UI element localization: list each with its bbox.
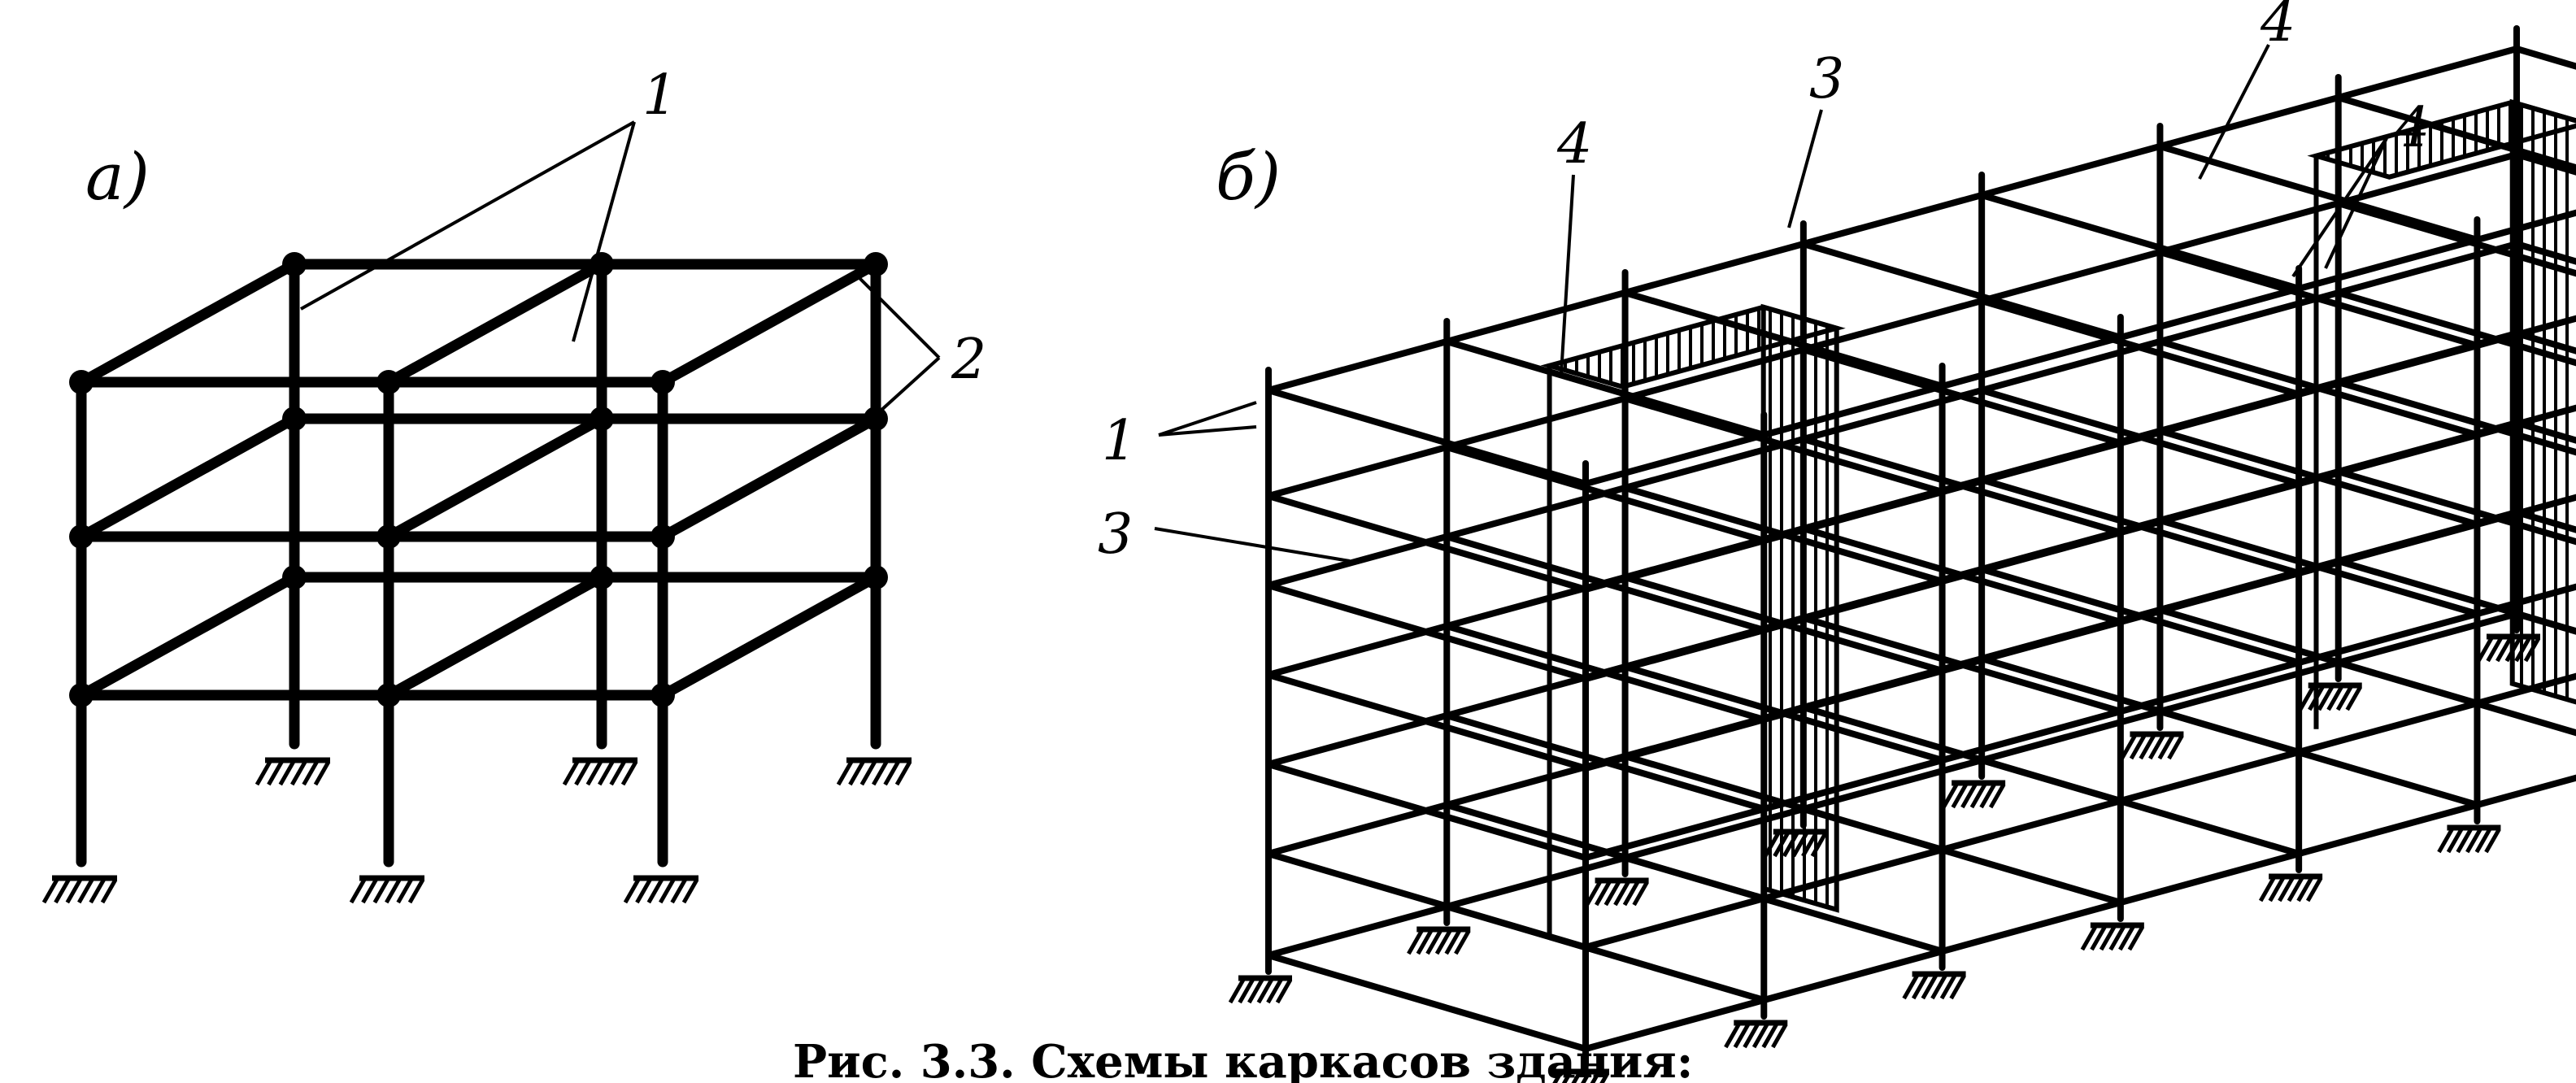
rigid-joint	[651, 370, 675, 394]
panel-a-callout-2-text: 2	[951, 328, 986, 392]
rigid-joint	[282, 252, 307, 276]
panel-b-support	[1763, 829, 1828, 858]
floor-beam	[1265, 493, 1589, 593]
stiffening-core	[1540, 303, 1846, 939]
figure-caption: Рис. 3.3. Схемы каркасов здания:	[793, 1035, 1693, 1083]
panel-b-callout-4-left	[1560, 174, 1575, 375]
panel-b-support	[2120, 731, 2184, 760]
panel-b-callout-3-left-text: 3	[1098, 502, 1133, 567]
rigid-joint	[651, 524, 675, 549]
panel-a-support	[41, 875, 118, 904]
cross-beam	[76, 413, 300, 542]
panel-a-support	[836, 757, 912, 786]
rigid-joint	[590, 407, 614, 431]
floor-beam	[1443, 444, 1768, 544]
floor-beam	[1265, 952, 1589, 1052]
rigid-joint	[376, 524, 401, 549]
panel-a-support	[255, 757, 331, 786]
floor-beam	[1443, 338, 1768, 438]
panel-a-support	[349, 875, 425, 904]
floor-beam	[2513, 46, 2576, 70]
floor-beam	[1265, 387, 1589, 487]
panel-b-callout-1	[1158, 401, 1257, 437]
longitudinal-beam	[1265, 151, 2520, 499]
rigid-joint	[864, 252, 888, 276]
panel-b-callout-4-right-a	[2198, 44, 2270, 180]
rigid-joint	[282, 407, 307, 431]
panel-a-frame	[41, 252, 912, 904]
panel-a-callout-1	[300, 120, 636, 342]
rigid-joint	[864, 407, 888, 431]
cross-beam	[76, 572, 300, 701]
panel-b-callout-3-top	[1787, 109, 1823, 228]
longitudinal-beam	[1265, 46, 2520, 394]
panel-b-support	[1724, 1020, 1788, 1049]
panel-b-callout-4-right-b	[2291, 137, 2388, 278]
cross-beam	[657, 413, 881, 542]
panel-b-frame	[1228, 25, 2576, 1083]
floor-beam	[1799, 241, 2124, 341]
longitudinal-beam	[1582, 672, 2576, 950]
longitudinal-beam	[1265, 241, 2520, 589]
rigid-joint	[282, 565, 307, 589]
longitudinal-beam	[1582, 774, 2576, 1052]
floor-beam	[1265, 761, 1589, 861]
rigid-joint	[376, 683, 401, 707]
panel-b-callout-3-left	[1154, 527, 1351, 563]
panel-b-support	[1407, 926, 1471, 955]
floor-beam	[1978, 192, 2303, 292]
panel-b-support	[1902, 971, 1966, 1000]
panel-b-callout-1-text: 1	[1102, 409, 1137, 473]
longitudinal-beam	[1265, 611, 2520, 959]
panel-b-support	[1941, 780, 2006, 809]
floor-beam	[2334, 200, 2576, 277]
panel-b-label: б)	[1216, 139, 1281, 215]
cross-beam	[383, 572, 607, 701]
panel-a-support	[562, 757, 638, 786]
panel-b-support	[2258, 873, 2323, 902]
panel-b-callout-4-right-b-text: 4	[2394, 96, 2430, 160]
panel-b-support	[2476, 633, 2541, 663]
cross-beam	[657, 259, 881, 388]
panel-a-support	[623, 875, 699, 904]
rigid-joint	[651, 683, 675, 707]
stiffening-core	[2307, 98, 2576, 729]
floor-beam	[1265, 850, 1589, 950]
panel-b-callout-4-left-text: 4	[1556, 112, 1592, 176]
cross-beam	[383, 413, 607, 542]
panel-a-callout-1-text: 1	[642, 63, 677, 128]
floor-beam	[1978, 298, 2303, 398]
panel-b-support	[2298, 682, 2362, 711]
panel-a-callout-2	[852, 271, 941, 437]
panel-b-support	[2437, 824, 2501, 854]
floor-beam	[1265, 582, 1589, 682]
cross-beam	[76, 259, 300, 388]
panel-b-support	[1228, 975, 1293, 1004]
rigid-joint	[864, 565, 888, 589]
cross-beam	[383, 259, 607, 388]
panel-b-support	[1552, 1068, 1610, 1083]
panel-b-support	[2080, 922, 2145, 951]
floor-beam	[1265, 672, 1589, 772]
floor-beam	[1799, 346, 2124, 446]
rigid-joint	[69, 683, 94, 707]
rigid-joint	[590, 565, 614, 589]
rigid-joint	[376, 370, 401, 394]
panel-b-support	[1585, 877, 1649, 907]
cross-beam	[657, 572, 881, 701]
rigid-joint	[69, 370, 94, 394]
panel-a-label: а)	[85, 139, 150, 215]
panel-b-callout-4-right-a-text: 4	[2260, 0, 2295, 54]
panel-b-callout-3-top-text: 3	[1809, 47, 1844, 111]
rigid-joint	[69, 524, 94, 549]
